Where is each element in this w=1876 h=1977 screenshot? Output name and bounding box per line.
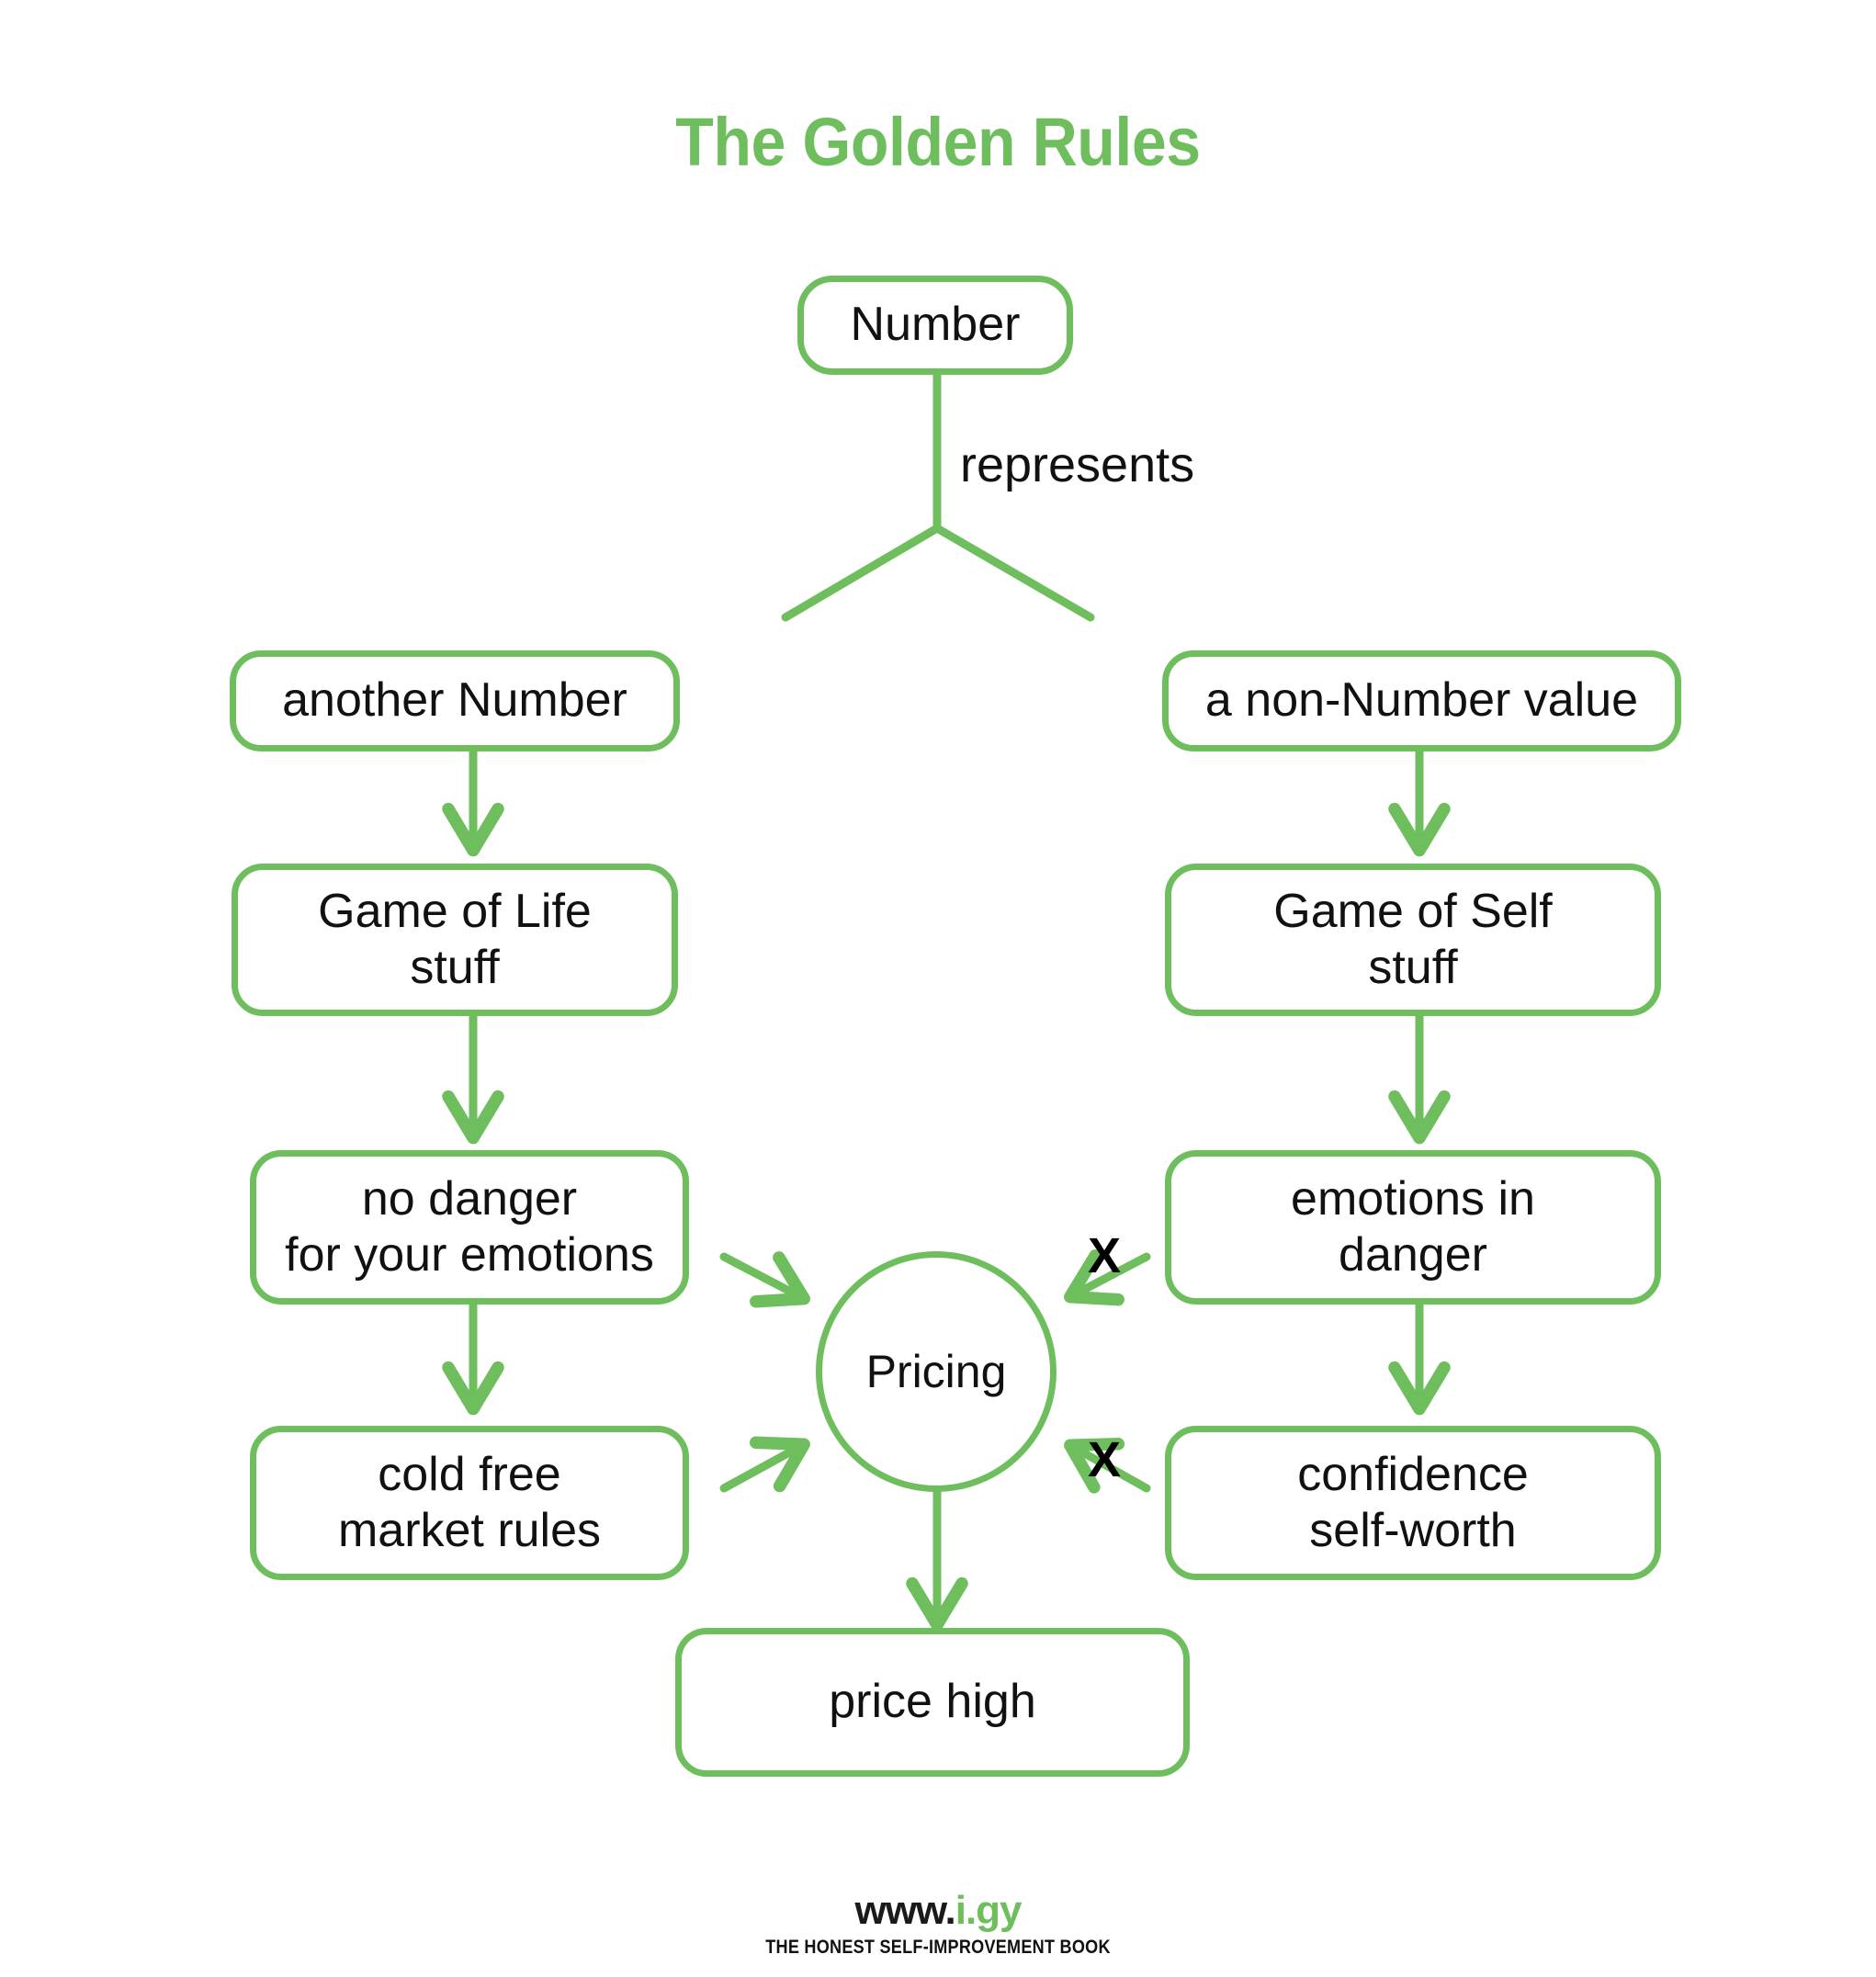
blocked-edge-x-upper-icon: X	[1088, 1228, 1122, 1283]
node-game-of-self-stuff[interactable]: Game of Self stuff	[1165, 864, 1661, 1016]
edge-cold-free-market-to-pricing	[719, 1436, 810, 1493]
node-price-high[interactable]: price high	[675, 1628, 1190, 1777]
footer-url-prefix: www.	[854, 1888, 955, 1933]
node-pricing[interactable]: Pricing	[816, 1251, 1057, 1492]
node-number[interactable]: Number	[797, 276, 1073, 375]
node-another-number[interactable]: another Number	[230, 650, 680, 751]
edge-label-represents: represents	[960, 437, 1195, 492]
page-title: The Golden Rules	[675, 104, 1201, 180]
blocked-edge-x-lower-icon: X	[1088, 1432, 1122, 1487]
node-emotions-in-danger[interactable]: emotions in danger	[1165, 1150, 1661, 1305]
node-confidence-self-worth[interactable]: confidence self-worth	[1165, 1426, 1661, 1580]
node-no-danger-for-your-emotions[interactable]: no danger for your emotions	[250, 1150, 689, 1305]
footer-url-brand: i.gy	[955, 1888, 1023, 1933]
node-a-non-number-value[interactable]: a non-Number value	[1162, 650, 1681, 751]
edge-no-danger-to-pricing	[719, 1251, 810, 1308]
node-cold-free-market-rules[interactable]: cold free market rules	[250, 1426, 689, 1580]
node-game-of-life-stuff[interactable]: Game of Life stuff	[232, 864, 678, 1016]
footer-tagline: THE HONEST SELF-IMPROVEMENT BOOK	[765, 1937, 1111, 1958]
edge-number-to-branches	[781, 370, 1095, 622]
footer: www.i.gy THE HONEST SELF-IMPROVEMENT BOO…	[0, 1891, 1876, 1959]
footer-url[interactable]: www.i.gy	[0, 1891, 1876, 1931]
